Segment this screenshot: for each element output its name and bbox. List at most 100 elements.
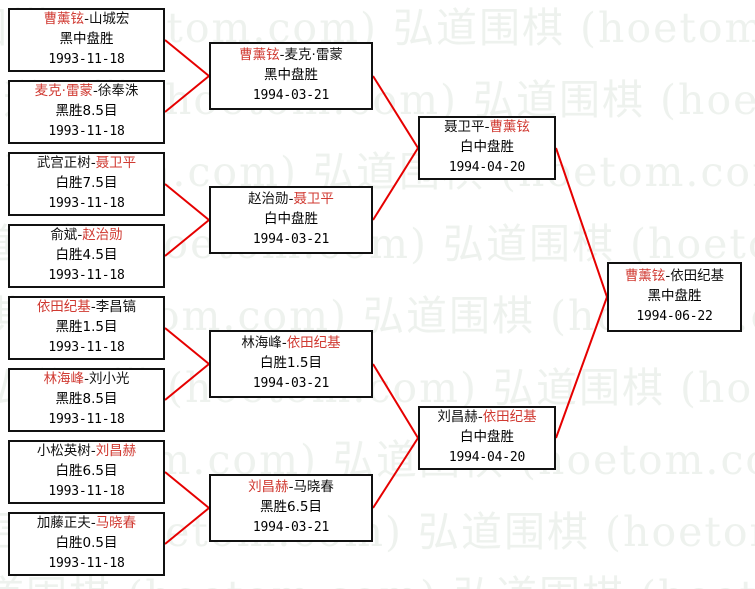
player-separator: - bbox=[92, 83, 98, 100]
connector-line bbox=[164, 363, 210, 401]
match-date: 1994-04-20 bbox=[448, 160, 526, 176]
match-date: 1994-04-20 bbox=[448, 450, 526, 466]
match-box[interactable]: 聂卫平-曹薰铉白中盘胜 1994-04-20 bbox=[418, 116, 556, 180]
match-players: 小松英树-刘昌赫 bbox=[37, 442, 136, 462]
match-players: 聂卫平-曹薰铉 bbox=[444, 118, 530, 138]
player-loser: 加藤正夫 bbox=[36, 515, 91, 532]
match-date: 1993-11-18 bbox=[48, 124, 125, 140]
match-result: 黑胜6.5目 bbox=[260, 499, 322, 516]
player-winner: 依田纪基 bbox=[482, 409, 537, 426]
match-date: 1993-11-18 bbox=[48, 556, 125, 572]
player-winner: 依田纪基 bbox=[286, 335, 341, 352]
player-loser: 徐奉洙 bbox=[97, 83, 139, 100]
player-loser: 刘小光 bbox=[88, 371, 130, 388]
player-separator: - bbox=[90, 443, 96, 460]
match-result: 白胜1.5目 bbox=[260, 355, 322, 372]
connector-line bbox=[555, 296, 608, 439]
player-separator: - bbox=[84, 371, 89, 388]
player-loser: 山城宏 bbox=[88, 11, 130, 28]
player-loser: 林海峰 bbox=[241, 335, 282, 352]
match-date: 1994-06-22 bbox=[636, 309, 713, 325]
player-winner: 林海峰 bbox=[43, 371, 85, 388]
match-players: 林海峰-刘小光 bbox=[44, 370, 130, 390]
match-box[interactable]: 加藤正夫-马晓春白胜0.5目 1993-11-18 bbox=[8, 512, 165, 576]
match-result: 白胜7.5目 bbox=[55, 175, 118, 192]
player-loser: 刘昌赫 bbox=[437, 409, 478, 426]
match-players: 曹薰铉-依田纪基 bbox=[625, 267, 724, 287]
player-separator: - bbox=[77, 227, 83, 244]
player-loser: 武宫正树 bbox=[36, 155, 91, 172]
match-date: 1993-11-18 bbox=[48, 268, 125, 284]
player-winner: 曹薰铉 bbox=[624, 268, 666, 285]
player-loser: 俞斌 bbox=[50, 227, 78, 244]
player-winner: 依田纪基 bbox=[36, 299, 91, 316]
connector-line bbox=[372, 75, 419, 149]
player-loser: 马晓春 bbox=[293, 479, 334, 496]
player-winner: 马晓春 bbox=[95, 515, 137, 532]
match-players: 依田纪基-李昌镐 bbox=[37, 298, 136, 318]
player-winner: 曹薰铉 bbox=[489, 119, 530, 136]
player-winner: 聂卫平 bbox=[293, 191, 334, 208]
player-loser: 麦克·雷蒙 bbox=[284, 47, 343, 64]
match-result: 白胜0.5目 bbox=[55, 535, 118, 552]
player-separator: - bbox=[484, 119, 490, 136]
match-date: 1993-11-18 bbox=[48, 412, 125, 428]
match-result: 白中盘胜 bbox=[460, 139, 514, 156]
connector-line bbox=[164, 507, 210, 545]
connector-line bbox=[164, 219, 210, 257]
match-result: 黑胜1.5目 bbox=[55, 319, 118, 336]
match-date: 1993-11-18 bbox=[48, 52, 125, 68]
connector-line bbox=[555, 147, 608, 298]
match-result: 黑胜8.5目 bbox=[55, 391, 118, 408]
match-box[interactable]: 刘昌赫-马晓春黑胜6.5目 1994-03-21 bbox=[209, 474, 373, 542]
match-players: 刘昌赫-马晓春 bbox=[248, 478, 334, 498]
player-winner: 赵治勋 bbox=[82, 227, 123, 244]
match-players: 林海峰-依田纪基 bbox=[241, 334, 340, 354]
match-date: 1994-03-21 bbox=[252, 520, 330, 536]
match-result: 黑胜8.5目 bbox=[55, 103, 118, 120]
match-date: 1994-03-21 bbox=[252, 376, 330, 392]
match-date: 1993-11-18 bbox=[48, 484, 125, 500]
connector-line bbox=[372, 363, 419, 439]
match-result: 黑中盘胜 bbox=[264, 67, 318, 84]
player-loser: 赵治勋 bbox=[248, 191, 289, 208]
player-separator: - bbox=[90, 155, 96, 172]
match-players: 麦克·雷蒙-徐奉洙 bbox=[35, 82, 139, 102]
connector-line bbox=[164, 471, 210, 509]
connector-line bbox=[164, 39, 210, 77]
player-separator: - bbox=[281, 335, 287, 352]
connector-line bbox=[164, 327, 210, 365]
player-winner: 麦克·雷蒙 bbox=[34, 83, 93, 100]
connector-line bbox=[164, 183, 210, 221]
match-result: 白中盘胜 bbox=[460, 429, 514, 446]
match-date: 1994-03-21 bbox=[252, 232, 330, 248]
player-separator: - bbox=[477, 409, 483, 426]
player-loser: 李昌镐 bbox=[95, 299, 137, 316]
match-players: 赵治勋-聂卫平 bbox=[248, 190, 334, 210]
match-date: 1993-11-18 bbox=[48, 196, 125, 212]
match-players: 俞斌-赵治勋 bbox=[50, 226, 122, 246]
player-separator: - bbox=[90, 515, 96, 532]
match-players: 武宫正树-聂卫平 bbox=[37, 154, 136, 174]
player-separator: - bbox=[288, 191, 294, 208]
match-players: 刘昌赫-依田纪基 bbox=[437, 408, 536, 428]
player-winner: 曹薰铉 bbox=[239, 47, 280, 64]
player-loser: 依田纪基 bbox=[670, 268, 725, 285]
player-winner: 聂卫平 bbox=[95, 155, 137, 172]
player-winner: 刘昌赫 bbox=[95, 443, 137, 460]
player-winner: 曹薰铉 bbox=[43, 11, 85, 28]
match-result: 白胜4.5目 bbox=[55, 247, 118, 264]
